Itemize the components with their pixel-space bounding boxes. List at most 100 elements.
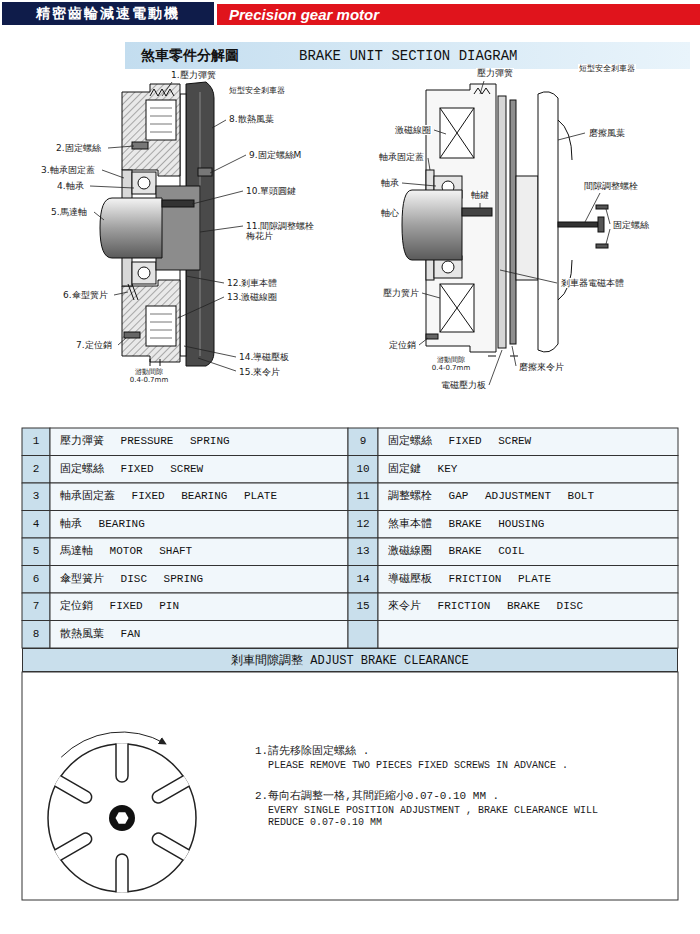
leader-line [118, 338, 126, 345]
table-part-name: 軸承固定蓋 FIXED BEARING PLATE [50, 483, 348, 511]
key [162, 200, 194, 207]
table-cell [22, 511, 50, 539]
table-part-name: 來令片 FRICTION BRAKE DISC [378, 593, 678, 621]
section-figure [100, 82, 214, 366]
part-callout: 軸承固定蓋 [378, 152, 425, 162]
leader-line [210, 155, 246, 173]
gap-mark [150, 359, 160, 366]
box-heading: 剎車間隙調整 ADJUST BRAKE CLEARANCE [231, 652, 469, 669]
shaft [402, 190, 462, 260]
fixed-screw [596, 244, 608, 248]
table-number: 15 [348, 593, 378, 621]
table-number: 14 [348, 566, 378, 594]
star-slot [150, 767, 204, 805]
part-callout: 軸鍵 [470, 190, 490, 200]
table-part-name: 激磁線圈 BRAKE COIL [378, 538, 678, 566]
table-cell [348, 621, 378, 649]
leader-line [558, 133, 585, 140]
part-callout: 5.馬達軸 [50, 207, 88, 217]
table-cell [378, 483, 678, 511]
table-cell [50, 511, 348, 539]
leader-line [422, 293, 440, 298]
table-number: 1 [22, 428, 50, 456]
table-part-name: 固定螺絲 FIXED SCREW [50, 456, 348, 484]
star-slot [39, 831, 93, 869]
table-number: 11 [348, 483, 378, 511]
box-subheading: BRAKE UNIT SECTION DIAGRAM [299, 48, 517, 64]
part-callout: 8.散熱風葉 [228, 114, 275, 124]
adjust-note: 1.請先移除固定螺絲 . [255, 745, 369, 758]
table-cell [378, 621, 678, 649]
leader-line [108, 146, 134, 148]
bearing [132, 172, 156, 194]
leader-line [512, 346, 516, 366]
part-callout: 間隙調整螺栓 [583, 181, 639, 191]
disc-spring [128, 284, 138, 300]
leader-line [192, 191, 243, 204]
leader-lines [90, 82, 246, 371]
part-callout: 13.激磁線圈 [226, 292, 278, 302]
table-number: 5 [22, 538, 50, 566]
table-cell [22, 593, 50, 621]
adjust-note: EVERY SINGLE POSITION ADJUSTMENT , BRAKE… [268, 805, 618, 828]
table-cell [50, 456, 348, 484]
table-cell [50, 621, 348, 649]
leader-line [198, 358, 236, 371]
coil-cross [440, 108, 474, 158]
table-part-name: 導磁壓板 FRICTION PLATE [378, 566, 678, 594]
table-part-name: 傘型簧片 DISC SPRING [50, 566, 348, 594]
table-cell [22, 483, 50, 511]
table-cell [378, 511, 678, 539]
star-slot [116, 726, 128, 782]
fixed-screw [596, 205, 608, 209]
table-part-name: 軸承 BEARING [50, 511, 348, 539]
table-cell [378, 456, 678, 484]
header-title-box: 精密齒輪減速電動機 [0, 0, 216, 27]
star-slots [39, 726, 204, 910]
table-number: 2 [22, 456, 50, 484]
adjust-star-plate [39, 726, 204, 910]
table-cell [348, 428, 378, 456]
table-cell [22, 566, 50, 594]
part-callout: 剎車器電磁本體 [560, 278, 625, 288]
brake-coil [146, 306, 176, 346]
table-number: 6 [22, 566, 50, 594]
leader-line [428, 158, 430, 170]
part-callout: 激磁線圈 [394, 125, 432, 135]
table-cell [50, 538, 348, 566]
leader-line [606, 209, 610, 224]
part-callout: 壓力彈簧 [476, 68, 514, 78]
part-callout: 1.壓力彈簧 [170, 70, 217, 80]
fan-blade [558, 120, 572, 300]
pressure-spring [474, 88, 490, 94]
brake-coil [440, 108, 474, 158]
part-callout: 7.定位銷 [75, 340, 113, 350]
table-cell [348, 566, 378, 594]
brake-housing [122, 84, 180, 176]
table-cell [348, 483, 378, 511]
table-part-name: 定位銷 FIXED PIN [50, 593, 348, 621]
fixed-pin [124, 332, 140, 338]
exploded-figure [402, 84, 608, 356]
coil-winding [150, 314, 172, 338]
leader-line [489, 350, 502, 385]
table-cell [348, 456, 378, 484]
table-cell [22, 538, 50, 566]
part-callout: 2.固定螺絲 [55, 143, 102, 153]
part-callout: 12.剎車本體 [226, 278, 278, 288]
bolt-head [598, 217, 604, 232]
pressure-plate [498, 96, 506, 348]
hex-socket-ring [109, 805, 135, 831]
hub [156, 186, 200, 270]
table-cell [378, 538, 678, 566]
table-part-name: 固定鍵 KEY [378, 456, 678, 484]
leader-line [434, 130, 446, 134]
leader-line [186, 276, 224, 283]
part-callout: 6.傘型簧片 [62, 290, 109, 300]
table-part-name: 煞車本體 BRAKE HOUSING [378, 511, 678, 539]
table-part-name: 散熱風葉 FAN [50, 621, 348, 649]
leader-line [102, 170, 124, 178]
table-cell [378, 428, 678, 456]
part-callout: 15.來令片 [238, 367, 281, 377]
fan-hub [516, 176, 538, 280]
